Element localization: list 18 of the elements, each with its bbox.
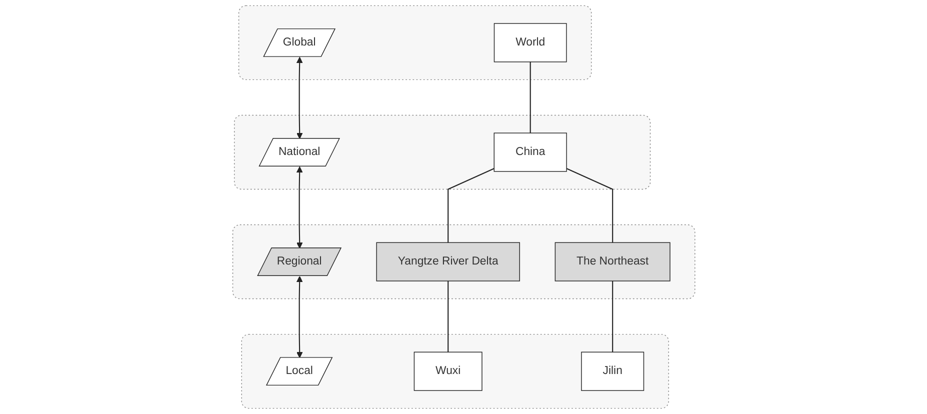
arrow [296,56,302,139]
node-box: China [493,132,567,172]
connector [566,168,613,243]
cluster [232,224,695,300]
cluster [238,5,592,80]
connector [612,280,613,352]
node-box: Yangtze River Delta [376,242,520,282]
connector [447,280,448,352]
node-box: Wuxi [414,352,482,391]
cluster [240,334,669,409]
cluster [234,114,650,190]
connector [529,62,531,134]
node-box: The Northeast [554,242,670,282]
arrow [296,166,302,249]
node-box: World [494,23,566,62]
arrow [296,276,302,358]
node-box: Jilin [580,352,644,391]
connector [447,168,494,243]
